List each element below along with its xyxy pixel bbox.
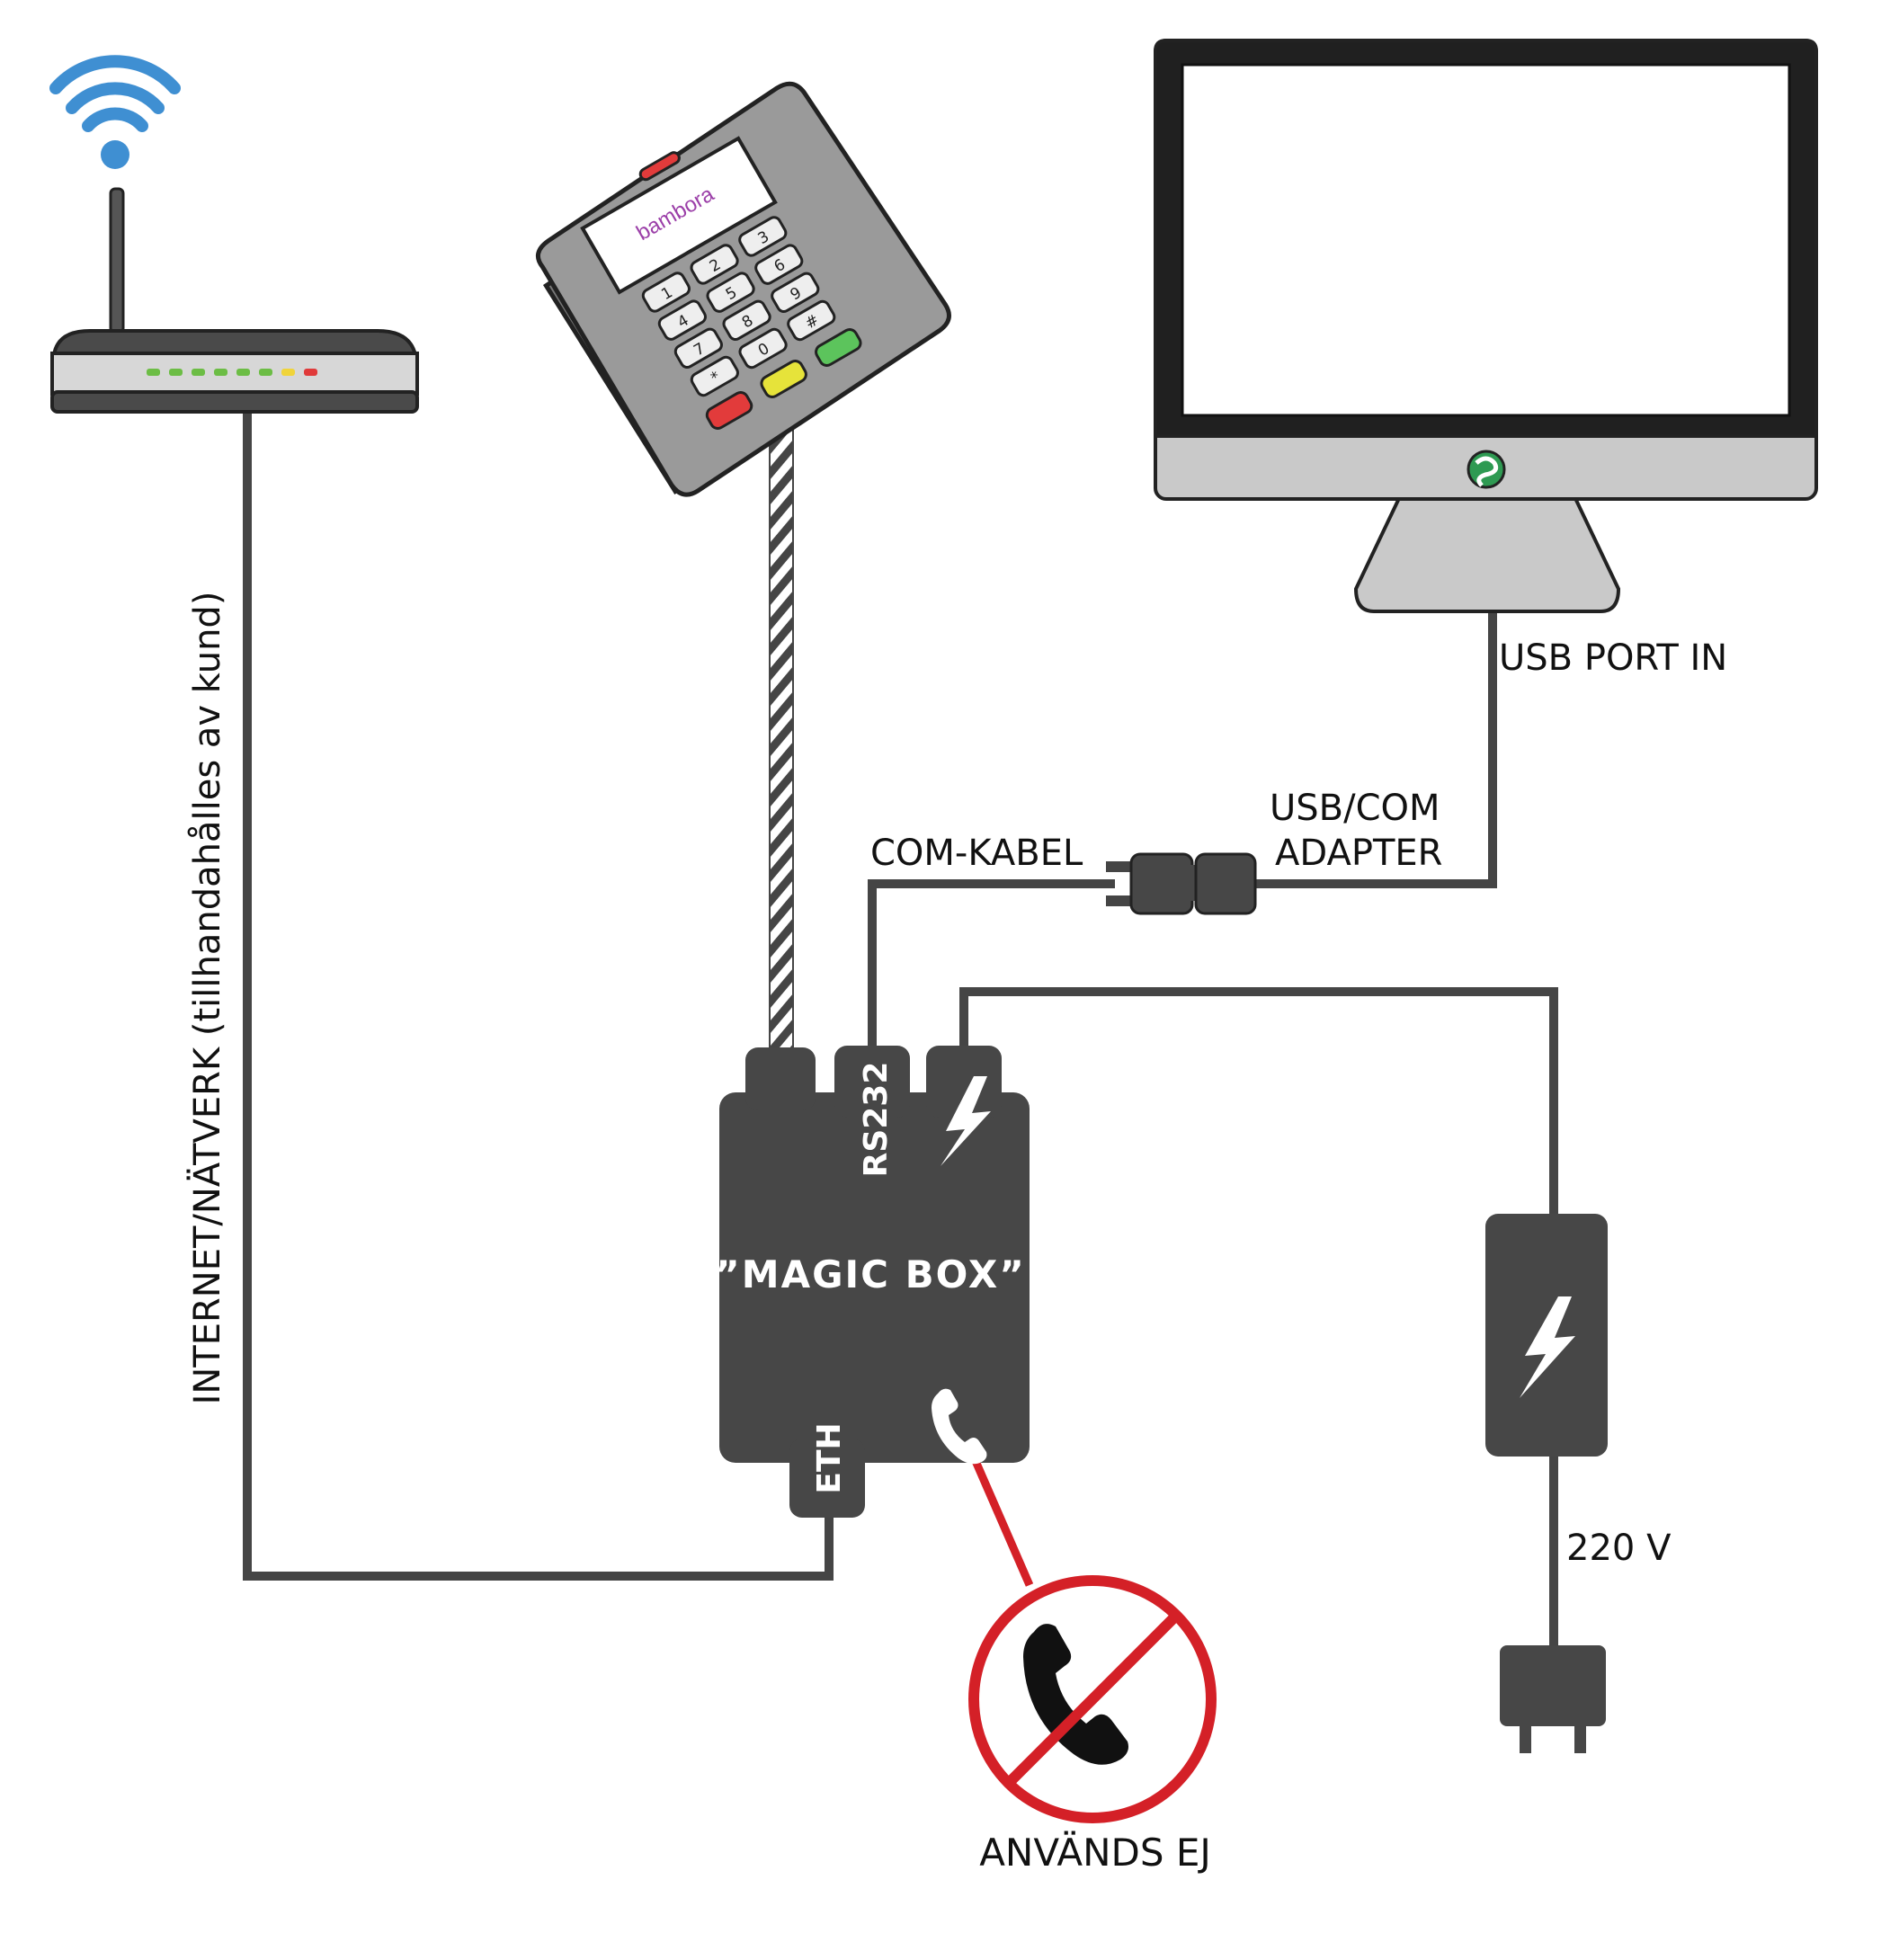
- internet-label: INTERNET/NÄTVERK (tillhandahålles av kun…: [185, 592, 228, 1405]
- terminal-key: [738, 327, 788, 370]
- power-plug-icon: [1500, 1645, 1606, 1753]
- usb-com-adapter: [1106, 852, 1257, 915]
- terminal-key: [771, 272, 820, 314]
- terminal-key: [657, 299, 707, 341]
- magic-box: RS232 ETH ”MAGIC BOX”: [715, 1046, 1030, 1518]
- terminal-key: [690, 244, 739, 285]
- phone-icon: [932, 1388, 987, 1465]
- terminal-key: [722, 299, 771, 342]
- eth-port: [789, 1439, 865, 1518]
- terminal-cable: [769, 408, 794, 1053]
- internet-cable: [243, 414, 834, 1581]
- power-adapter: [1485, 1214, 1608, 1457]
- terminal-key: [738, 216, 788, 257]
- rs232-port: [834, 1046, 910, 1118]
- terminal-key: [754, 244, 804, 285]
- terminal-key: [641, 272, 691, 313]
- com-kabel-label: COM-KABEL: [870, 833, 1083, 874]
- monitor-screen: [1181, 63, 1791, 417]
- power-port: [926, 1046, 1002, 1118]
- lightning-icon: [941, 1076, 991, 1166]
- terminal-key: [787, 299, 836, 342]
- lightning-icon: [1520, 1296, 1575, 1398]
- terminal-key: [706, 272, 755, 313]
- wifi-icon: [49, 55, 181, 169]
- no-phone-icon: [968, 1575, 1217, 1823]
- monitor: [1154, 39, 1818, 613]
- phone-line-unused: [971, 1459, 1034, 1587]
- router-leds: [147, 369, 317, 376]
- not-used-label: ANVÄNDS EJ: [979, 1830, 1211, 1875]
- usb-port-label: USB PORT IN: [1499, 637, 1727, 679]
- eth-label: ETH: [811, 1422, 848, 1493]
- terminal-port: [745, 1047, 816, 1110]
- usb-com-adapter-label-2: ADAPTER: [1275, 833, 1442, 874]
- magic-box-label: ”MAGIC BOX”: [715, 1252, 1026, 1296]
- power-cable: [959, 987, 1558, 1218]
- voltage-label: 220 V: [1566, 1528, 1672, 1569]
- terminal-screen: [580, 136, 778, 295]
- usb-com-adapter-label-1: USB/COM: [1270, 788, 1440, 829]
- rs232-label: RS232: [858, 1062, 895, 1178]
- com-cable: [868, 879, 1115, 1047]
- router: [49, 55, 419, 414]
- terminal-key: [673, 327, 723, 370]
- usb-cable: [1250, 611, 1497, 888]
- terminal-key: [690, 355, 739, 397]
- magic-box-body: [719, 1092, 1030, 1463]
- monitor-logo-icon: [1467, 450, 1506, 489]
